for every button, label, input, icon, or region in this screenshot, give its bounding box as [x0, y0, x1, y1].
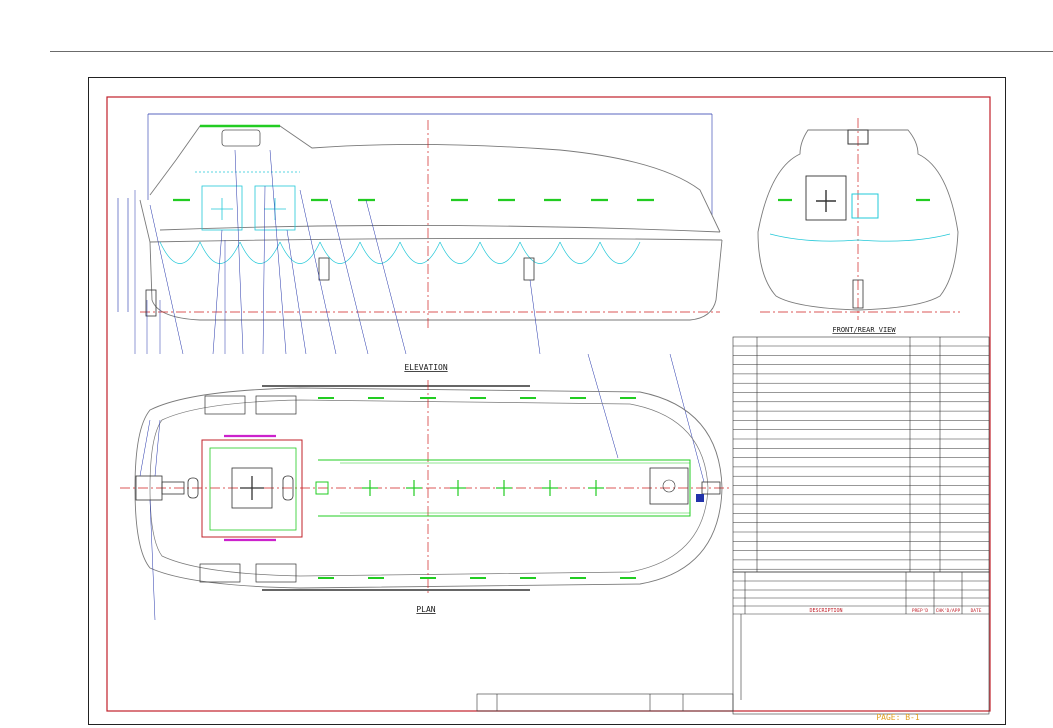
front-hatch: [847, 129, 869, 145]
elevation-label: ELEVATION: [404, 363, 448, 372]
bench-crosses: [362, 480, 604, 496]
bench-outline: [318, 459, 691, 517]
drawing-sheet: [88, 77, 1006, 725]
stern-marker: [696, 494, 704, 502]
title-block: [476, 571, 990, 715]
console-area: [201, 439, 303, 538]
title-col-date: DATE: [971, 608, 982, 614]
canopy-outline: [175, 125, 721, 233]
seating-arcs: [159, 241, 641, 264]
front-keel-box: [852, 279, 864, 309]
drain-box-aft: [523, 257, 535, 281]
parts-table-rows: [733, 345, 989, 570]
front-seat-line: [769, 233, 951, 242]
hatch: [221, 129, 261, 147]
stern-fitting: [701, 481, 721, 495]
window-frames: [195, 171, 300, 231]
title-description-header: DESCRIPTION: [809, 608, 842, 614]
elevation-leaders: [134, 149, 705, 483]
title-col-chk: CHK'D/APP: [936, 608, 961, 614]
helm-seat: [231, 467, 273, 509]
bench-hatch: [315, 481, 329, 495]
plan-fender-strips: [318, 397, 636, 579]
hook-bracket: [145, 289, 157, 317]
elevation-view: ELEVATION: [117, 113, 723, 483]
front-rear-label: FRONT/REAR VIEW: [832, 326, 896, 334]
plan-leaders: [139, 419, 161, 621]
drawing-frame: [106, 96, 991, 712]
top-rule: [50, 51, 1053, 52]
engine-cover: [282, 475, 294, 501]
gunwale-line: [149, 237, 723, 243]
front-door: [851, 193, 879, 219]
title-col-prep: PREP'D: [912, 608, 929, 614]
hull-outline: [139, 199, 723, 321]
aft-hatch: [649, 467, 689, 505]
plan-view: PLAN: [120, 380, 730, 621]
canopy-bow: [149, 159, 177, 196]
sheer-line: [159, 225, 721, 233]
console-inner: [209, 447, 297, 531]
page-number: PAGE: B-1: [876, 713, 920, 722]
side-seats: [199, 395, 297, 583]
front-rear-view: FRONT/REAR VIEW: [757, 118, 960, 334]
parts-table: [732, 336, 990, 573]
plan-label: PLAN: [416, 605, 435, 614]
front-window: [805, 175, 847, 221]
drain-box: [318, 257, 330, 281]
plan-hull-outline: [134, 387, 723, 589]
front-hull-outline: [757, 129, 959, 311]
